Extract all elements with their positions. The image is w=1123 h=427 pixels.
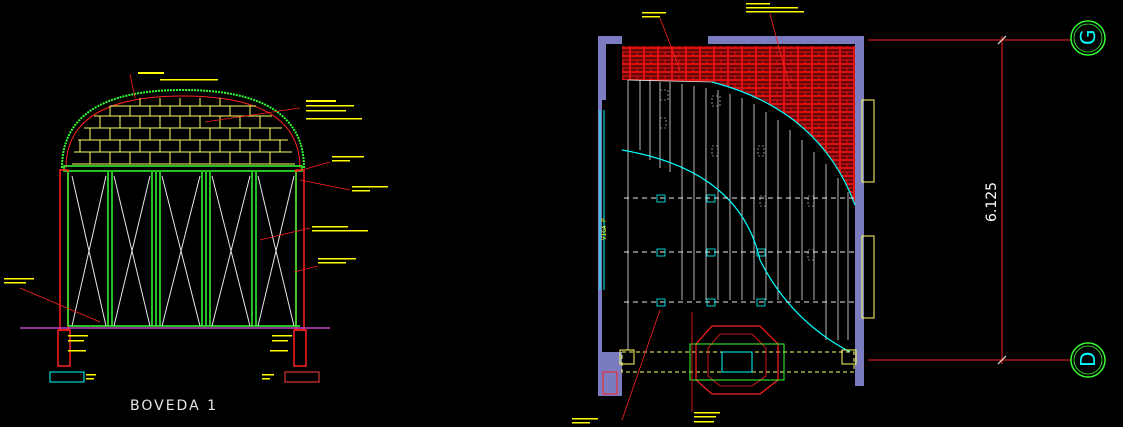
plan-leaders	[621, 13, 791, 421]
post-dashed-marks	[659, 89, 815, 261]
wall-label: VIGA P	[601, 218, 608, 240]
right-footing	[293, 329, 307, 367]
entrance-fixture	[689, 325, 785, 395]
left-wall	[59, 169, 69, 331]
plan-column-bases	[619, 349, 857, 365]
section-leaders	[19, 73, 351, 323]
section-annotation-marks	[4, 72, 388, 380]
grid-bubble-top: G	[1070, 20, 1106, 56]
corner-pier	[602, 371, 618, 395]
brick-vault-hatch	[622, 46, 855, 205]
left-footing	[57, 329, 71, 367]
lintel-dashed	[621, 351, 855, 373]
vault-plan-view: VIGA P	[572, 3, 1106, 424]
arch-inner-line	[65, 95, 301, 169]
post-symbols	[656, 194, 766, 307]
arch-brick-courses	[72, 98, 295, 165]
beam-dashed-lines	[624, 197, 855, 303]
dimension-annotation: 6.125	[868, 35, 1070, 365]
left-wall-window	[599, 110, 605, 290]
vault-curves	[621, 81, 856, 353]
grid-bubble-bottom: D	[1070, 342, 1106, 378]
truss-frames	[67, 172, 300, 327]
grid-label-top: G	[1076, 30, 1100, 46]
left-footing-symbol	[49, 371, 85, 383]
arch-outer-line	[61, 88, 305, 169]
plank-lines	[627, 79, 849, 350]
vault-section-view: BOVEDA 1	[4, 72, 388, 414]
truss-diagonals	[71, 175, 295, 327]
right-wall	[295, 169, 305, 331]
right-footing-symbol	[284, 371, 320, 383]
top-beam	[63, 165, 303, 172]
right-wall-openings	[861, 99, 875, 319]
grid-label-bottom: D	[1076, 352, 1100, 367]
dimension-value: 6.125	[984, 182, 1000, 222]
plan-annotation-marks	[572, 3, 804, 424]
drawing-title: BOVEDA 1	[130, 398, 218, 414]
